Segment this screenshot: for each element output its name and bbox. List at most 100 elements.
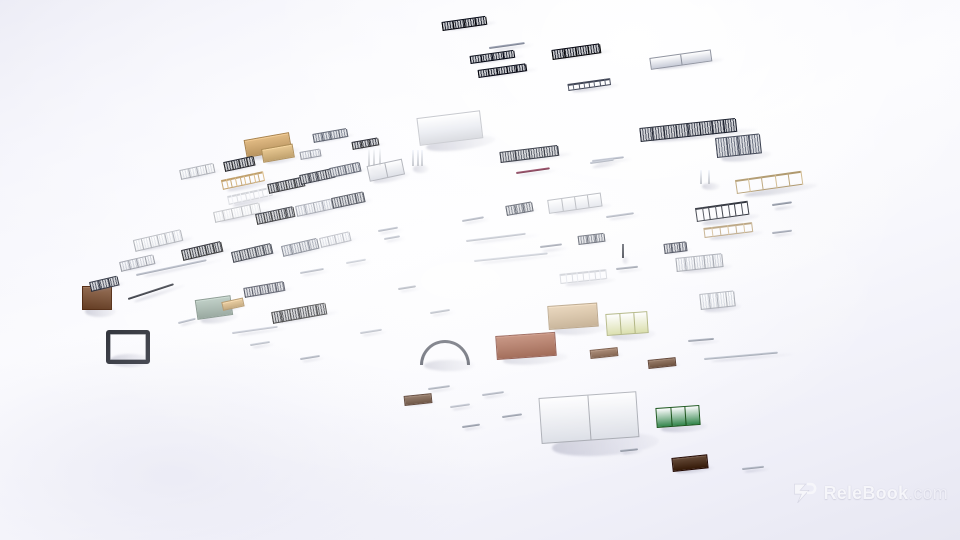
rail-bar [771, 228, 797, 237]
mesh-post [280, 311, 284, 323]
railing-panel [267, 176, 313, 195]
brown-rail [403, 393, 437, 408]
railing-panel [223, 155, 262, 173]
mesh-post [297, 308, 302, 320]
fence-section [559, 269, 617, 288]
mesh-post [128, 260, 132, 270]
mesh-post [747, 135, 752, 155]
mesh-post [289, 309, 293, 321]
bollard-group [412, 150, 430, 173]
frame-post [670, 407, 673, 426]
mesh-post [119, 262, 123, 272]
model-body [538, 391, 640, 444]
railing-panel [119, 254, 163, 273]
wood-fence [735, 170, 818, 199]
picket [719, 225, 722, 237]
picket [599, 269, 602, 280]
mesh-post [337, 167, 341, 177]
mesh-post [251, 287, 255, 297]
mesh-post [522, 203, 526, 213]
mesh-post [723, 120, 726, 134]
mesh-post [220, 241, 224, 252]
mesh-post [758, 134, 763, 154]
mesh-post [737, 136, 741, 156]
railing-panel [312, 128, 355, 144]
rail-bar [429, 307, 455, 317]
mesh-post [684, 257, 688, 272]
maroon-rail [515, 165, 558, 177]
mesh-post [362, 192, 367, 203]
mesh-post [675, 258, 679, 272]
rail-bar [231, 324, 289, 337]
mesh-post [223, 162, 227, 172]
frame-post [574, 197, 577, 210]
bollard [622, 244, 630, 264]
rail-bar [359, 327, 388, 337]
frame-post [587, 395, 592, 440]
model-body [477, 63, 528, 78]
railing-panel [469, 49, 524, 64]
watermark-brand: ReleBook [823, 483, 909, 503]
model-body [420, 340, 470, 365]
picket [743, 223, 746, 234]
railing-panel [179, 163, 223, 181]
rail-bar [427, 383, 456, 393]
mesh-post [231, 252, 235, 263]
mesh-post [474, 18, 477, 27]
mesh-post [469, 56, 473, 64]
mesh-post [485, 16, 488, 25]
frame-post [633, 312, 636, 334]
picket [582, 271, 585, 282]
mesh-post [531, 202, 535, 212]
mesh-post [269, 211, 274, 222]
mesh-post [324, 170, 329, 180]
mesh-post [282, 281, 286, 291]
mesh-post [703, 255, 707, 270]
rail-bar [771, 199, 797, 211]
rail-bar [177, 316, 201, 327]
mesh-post [212, 243, 216, 254]
mesh-post [277, 210, 282, 221]
mesh-post [477, 70, 481, 78]
railing-panel [351, 137, 385, 150]
rail-long [473, 250, 565, 265]
picket [703, 227, 706, 238]
mesh-post [734, 118, 738, 132]
railing-panel [89, 275, 125, 293]
wall-block [416, 110, 496, 154]
rail-bar [481, 389, 510, 399]
mesh-post [346, 195, 351, 206]
mesh-post [240, 206, 245, 218]
railing-panel [319, 231, 358, 249]
mesh-fence [675, 253, 733, 275]
mesh-post [316, 172, 320, 182]
rail-bar [539, 241, 568, 253]
railing-panel [271, 302, 339, 326]
picket [727, 224, 730, 236]
mesh-post [304, 204, 308, 215]
bollard-post [412, 150, 414, 166]
rail-bar [615, 264, 644, 273]
mesh-post [271, 312, 275, 324]
railing-panel [295, 198, 341, 218]
rail-bar [741, 464, 770, 473]
watermark-text: ReleBook.com [824, 483, 948, 504]
mesh-post [249, 205, 253, 216]
mesh-post [708, 293, 712, 310]
mesh-post [502, 52, 505, 60]
mesh-post [312, 134, 316, 143]
rail-bar [449, 401, 475, 411]
mesh-post [246, 249, 251, 260]
picket [735, 223, 738, 235]
mesh-post [196, 167, 200, 177]
mesh-post [327, 236, 331, 247]
model-body [655, 404, 701, 428]
mesh-post [263, 213, 267, 224]
mesh-post [712, 255, 716, 269]
mesh-post [98, 280, 102, 290]
mesh-post [135, 258, 140, 269]
brown-rail [647, 357, 681, 370]
mesh-post [255, 214, 259, 225]
